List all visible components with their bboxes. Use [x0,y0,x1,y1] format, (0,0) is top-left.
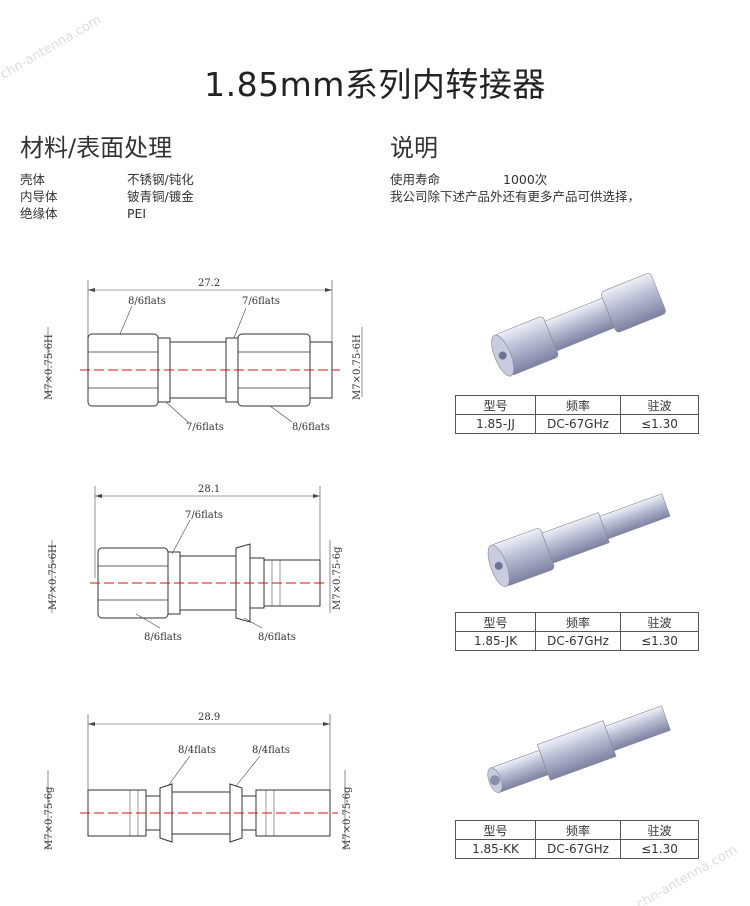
flats-label: 8/6flats [258,632,296,643]
length-dimension: 27.2 [198,278,220,289]
material-value: 铍青铜/镀金 [127,189,194,204]
product-image-jk [480,462,680,602]
header-model: 型号 [455,820,536,840]
flats-label: 7/6flats [186,422,224,433]
flats-label: 8/6flats [128,296,166,307]
thread-left: M7×0.75-6H [48,544,59,610]
cell-model: 1.85-JK [455,631,536,651]
drawing-jj: 27.2 M7×0.75-6H M7×0.75-6H 8/6flats 7/6f… [40,272,370,442]
material-key: 壳体 [20,172,46,187]
thread-right: M7×0.75-6H [352,334,363,400]
cell-frequency: DC-67GHz [535,839,621,859]
cell-vswr: ≤1.30 [620,839,699,859]
life-label: 使用寿命 [390,172,441,187]
spec-table-jk: 型号 频率 驻波 1.85-JK DC-67GHz ≤1.30 [455,612,699,651]
header-model: 型号 [455,612,536,632]
materials-heading: 材料/表面处理 [20,134,173,162]
material-key: 绝缘体 [20,206,58,221]
cell-vswr: ≤1.30 [620,631,699,651]
flats-label: 7/6flats [185,510,223,521]
life-row: 使用寿命 1000次 [390,172,547,188]
spec-table-kk: 型号 频率 驻波 1.85-KK DC-67GHz ≤1.30 [455,820,699,859]
thread-right: M7×0.75-6g [342,786,353,850]
header-vswr: 驻波 [620,612,699,632]
product-image-jj [485,250,675,390]
flats-label: 8/4flats [178,745,216,756]
description-heading: 说明 [390,134,438,162]
cell-frequency: DC-67GHz [535,414,621,434]
flats-label: 7/6flats [242,296,280,307]
material-value: PEI [127,206,147,221]
flats-label: 8/6flats [292,422,330,433]
thread-left: M7×0.75-6H [44,334,55,400]
page-title: 1.85mm系列内转接器 [204,65,546,104]
product-image-kk [480,680,680,810]
flats-label: 8/4flats [252,745,290,756]
flats-label: 8/6flats [144,632,182,643]
material-value: 不锈钢/钝化 [127,172,194,187]
material-key: 内导体 [20,189,58,204]
description-note: 我公司除下述产品外还有更多产品可供选择， [390,189,641,204]
thread-right: M7×0.75-6g [332,546,343,610]
header-model: 型号 [455,395,536,415]
length-dimension: 28.9 [198,712,220,723]
header-frequency: 频率 [535,612,621,632]
thread-left: M7×0.75-6g [44,786,55,850]
header-vswr: 驻波 [620,820,699,840]
cell-frequency: DC-67GHz [535,631,621,651]
spec-table-jj: 型号 频率 驻波 1.85-JJ DC-67GHz ≤1.30 [455,395,699,434]
drawing-jk: 28.1 M7×0.75-6H M7×0.75-6g 7/6flats 8/6f… [40,478,370,648]
life-value: 1000次 [503,172,548,187]
length-dimension: 28.1 [198,484,220,495]
cell-vswr: ≤1.30 [620,414,699,434]
header-frequency: 频率 [535,395,621,415]
cell-model: 1.85-JJ [455,414,536,434]
cell-model: 1.85-KK [455,839,536,859]
header-frequency: 频率 [535,820,621,840]
drawing-kk: 28.9 M7×0.75-6g M7×0.75-6g 8/4flats 8/4f… [40,700,370,870]
header-vswr: 驻波 [620,395,699,415]
